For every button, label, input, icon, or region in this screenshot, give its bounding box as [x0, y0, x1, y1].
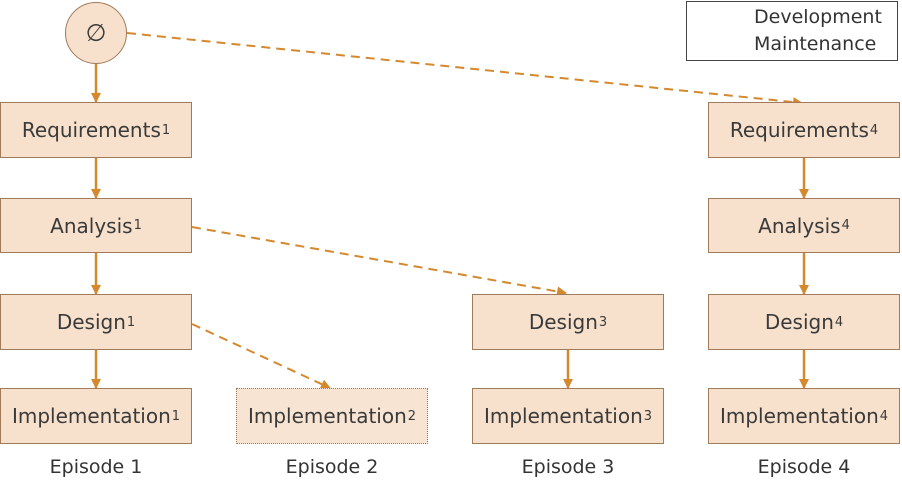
design-3-label: Design: [528, 310, 598, 334]
legend: Development Maintenance: [686, 1, 898, 61]
empty-set-symbol: ∅: [85, 19, 107, 47]
empty-set-start-node: ∅: [65, 2, 127, 64]
episode-2-caption: Episode 2: [285, 456, 379, 478]
requirements-4-index: 4: [869, 122, 879, 138]
implementation-2-index: 2: [407, 408, 417, 424]
implementation-4-label: Implementation: [719, 404, 879, 428]
legend-development-label: Development: [754, 6, 882, 28]
episode-1-caption: Episode 1: [49, 456, 143, 478]
analysis-1-index: 1: [133, 218, 142, 233]
implementation-2-label: Implementation: [247, 404, 407, 428]
design-4-index: 4: [834, 314, 844, 330]
maint-arrow-analysis-1-to-design-3: [191, 226, 567, 297]
implementation-1-index: 1: [171, 408, 181, 424]
requirements-4-label: Requirements: [729, 118, 869, 142]
implementation-3-label: Implementation: [483, 404, 643, 428]
implementation-4-index: 4: [879, 408, 889, 424]
requirements-1-index: 1: [161, 122, 171, 138]
design-1-index: 1: [126, 314, 136, 330]
design-3-index: 3: [598, 314, 608, 330]
design-4-label: Design: [764, 310, 834, 334]
requirements-1-label: Requirements: [21, 118, 161, 142]
analysis-1-label: Analysis: [50, 213, 133, 238]
episode-3-caption: Episode 3: [521, 456, 615, 478]
maint-arrow-design-1-to-implementation-2: [191, 323, 331, 389]
legend-maintenance-label: Maintenance: [754, 33, 877, 55]
analysis-4-index: 4: [841, 218, 850, 233]
design-1-label: Design: [56, 310, 126, 334]
episode-4-caption: Episode 4: [757, 456, 851, 478]
maint-arrow-start-to-requirements-4: [126, 32, 803, 108]
analysis-4-label: Analysis: [758, 213, 841, 238]
implementation-3-index: 3: [643, 408, 653, 424]
implementation-1-label: Implementation: [11, 404, 171, 428]
